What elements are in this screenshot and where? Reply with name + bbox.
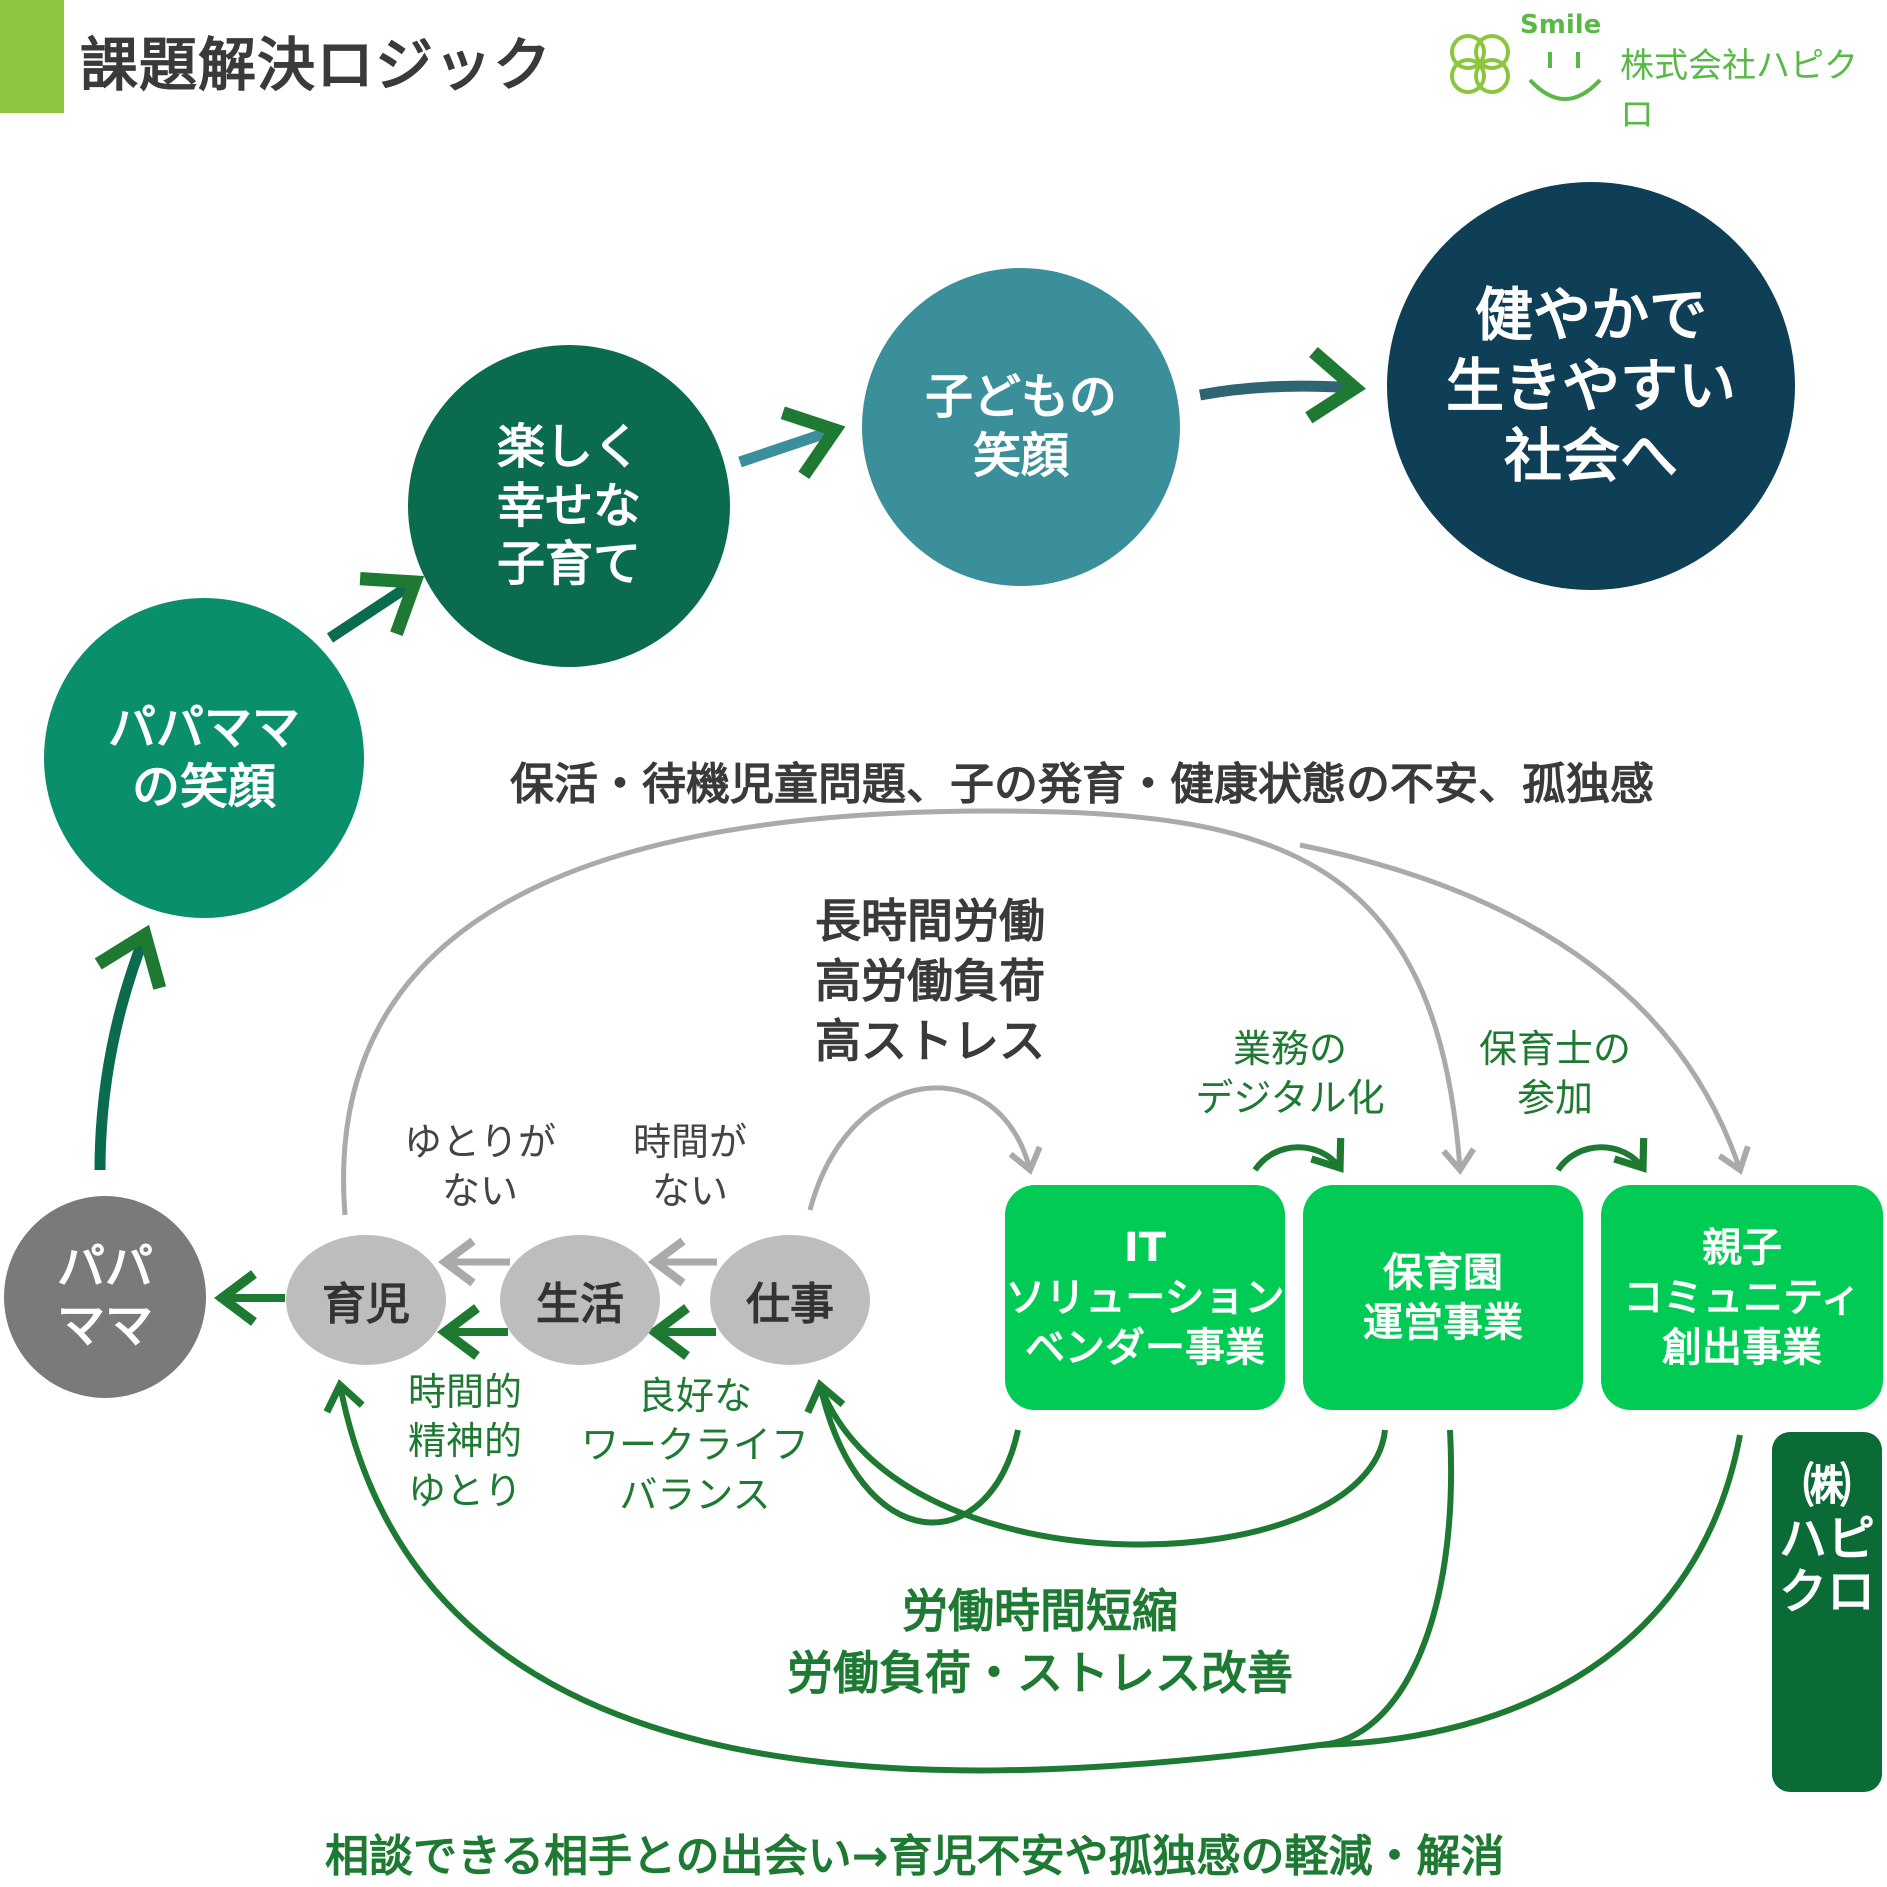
labor-feedback-2	[817, 1383, 1388, 1548]
work-life-balance-label: 良好な ワークライフ バランス	[580, 1374, 809, 1517]
work-pressure-arrow	[807, 1085, 1043, 1211]
main-problems-text: 保活・待機児童問題、子の発育・健康状態の不安、孤独感	[510, 759, 1654, 810]
room-gained-label: 時間的 精神的 ゆとり	[407, 1370, 522, 1513]
flow-arrow-3	[738, 406, 846, 480]
living-circle: 生活	[500, 1235, 660, 1365]
problem-loop-branch	[1299, 842, 1751, 1175]
flow-arrow-1	[94, 924, 167, 1171]
flow-arrow-4	[1198, 346, 1366, 424]
smile-face-icon	[1520, 40, 1610, 110]
caregiver-arrow	[1555, 1137, 1648, 1173]
problem-loop	[341, 808, 1477, 1216]
community-box: 親子 コミュニティ 創出事業	[1601, 1185, 1883, 1410]
childcare-circle: 育児	[286, 1235, 446, 1365]
it-vendor-box: IT ソリューション ベンダー事業	[1005, 1185, 1285, 1410]
papamama-smile-circle: パパママ の笑顔	[44, 598, 364, 918]
no-time-label: 時間が ない	[632, 1120, 747, 1214]
labor-improvement-text: 労働時間短縮 労働負荷・ストレス改善	[787, 1584, 1293, 1701]
labor-feedback-1	[804, 1379, 1021, 1526]
caregiver-join-label: 保育士の 参加	[1478, 1027, 1631, 1121]
work-problems-text: 長時間労働 高労働負荷 高ストレス	[815, 894, 1045, 1068]
nursery-box: 保育園 運営事業	[1303, 1185, 1583, 1410]
consult-feedback-2	[1319, 1434, 1743, 1748]
hapikuro-company-badge: ㈱ ハピクロ	[1772, 1432, 1882, 1792]
company-logo-name: 株式会社ハピクロ	[1620, 46, 1858, 135]
work-circle: 仕事	[710, 1235, 870, 1365]
fun-parenting-circle: 楽しく 幸せな 子育て	[408, 345, 730, 667]
consult-feedback	[323, 1379, 1454, 1774]
logo-smile-text: Smile	[1520, 10, 1602, 40]
child-smile-circle: 子どもの 笑顔	[862, 268, 1180, 586]
header-accent-bar	[0, 0, 64, 113]
flow-arrow-2	[326, 572, 425, 643]
papamama-circle: パパ ママ	[4, 1196, 206, 1398]
no-room-label: ゆとりが ない	[403, 1120, 556, 1214]
digitalization-label: 業務の デジタル化	[1195, 1027, 1385, 1121]
clover-logo-icon	[1440, 24, 1520, 104]
consult-outcome-text: 相談できる相手との出会い→育児不安や孤独感の軽減・解消	[325, 1831, 1505, 1882]
page-title: 課題解決ロジック	[80, 31, 553, 99]
digital-arrow	[1252, 1137, 1345, 1173]
healthy-society-circle: 健やかで 生きやすい 社会へ	[1387, 182, 1795, 590]
